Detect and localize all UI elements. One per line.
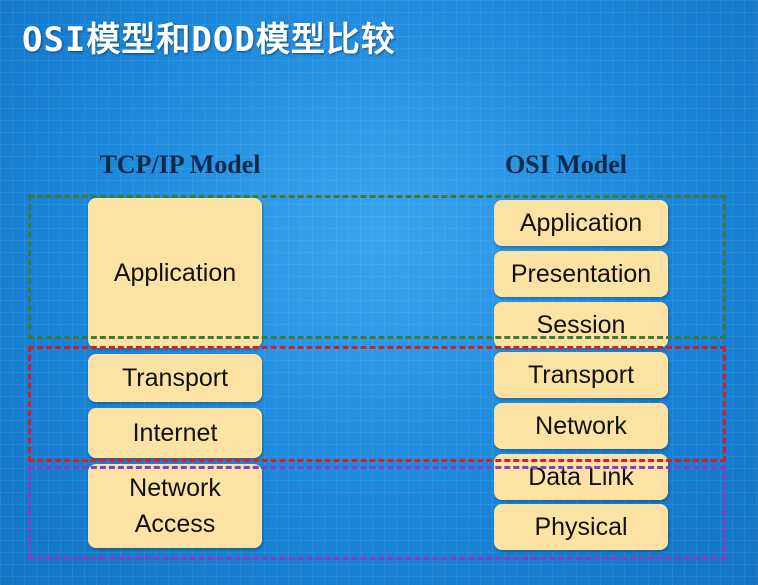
osi-transport-label: Transport bbox=[527, 361, 635, 389]
tcpip-network-access-label-line1: Network bbox=[129, 474, 221, 502]
osi-application-layer: Application bbox=[494, 200, 668, 246]
tcpip-application-layer: Application bbox=[88, 198, 262, 348]
osi-network-layer: Network bbox=[494, 403, 668, 449]
tcpip-network-access-layer: Network Access bbox=[88, 464, 262, 548]
middle-layers-group-outline bbox=[28, 346, 726, 462]
osi-session-layer: Session bbox=[494, 302, 668, 348]
slide-title: OSI模型和DOD模型比较 bbox=[22, 20, 396, 60]
osi-application-label: Application bbox=[519, 209, 643, 237]
osi-network-label: Network bbox=[535, 412, 627, 440]
osi-presentation-layer: Presentation bbox=[494, 251, 668, 297]
tcpip-transport-layer: Transport bbox=[88, 354, 262, 402]
osi-physical-label: Physical bbox=[534, 513, 628, 541]
osi-transport-layer: Transport bbox=[494, 352, 668, 398]
osi-session-label: Session bbox=[536, 311, 626, 339]
lower-layers-group-outline bbox=[28, 466, 726, 560]
tcpip-internet-label: Internet bbox=[132, 419, 218, 447]
upper-layers-group-outline bbox=[28, 195, 726, 339]
tcpip-network-access-label-line2: Access bbox=[134, 510, 216, 538]
tcpip-application-label: Application bbox=[113, 259, 237, 287]
osi-model-heading: OSI Model bbox=[504, 150, 628, 179]
tcpip-transport-label: Transport bbox=[121, 364, 229, 392]
tcpip-model-heading: TCP/IP Model bbox=[99, 150, 261, 179]
osi-physical-layer: Physical bbox=[494, 504, 668, 550]
osi-presentation-label: Presentation bbox=[510, 260, 652, 288]
tcpip-internet-layer: Internet bbox=[88, 408, 262, 458]
